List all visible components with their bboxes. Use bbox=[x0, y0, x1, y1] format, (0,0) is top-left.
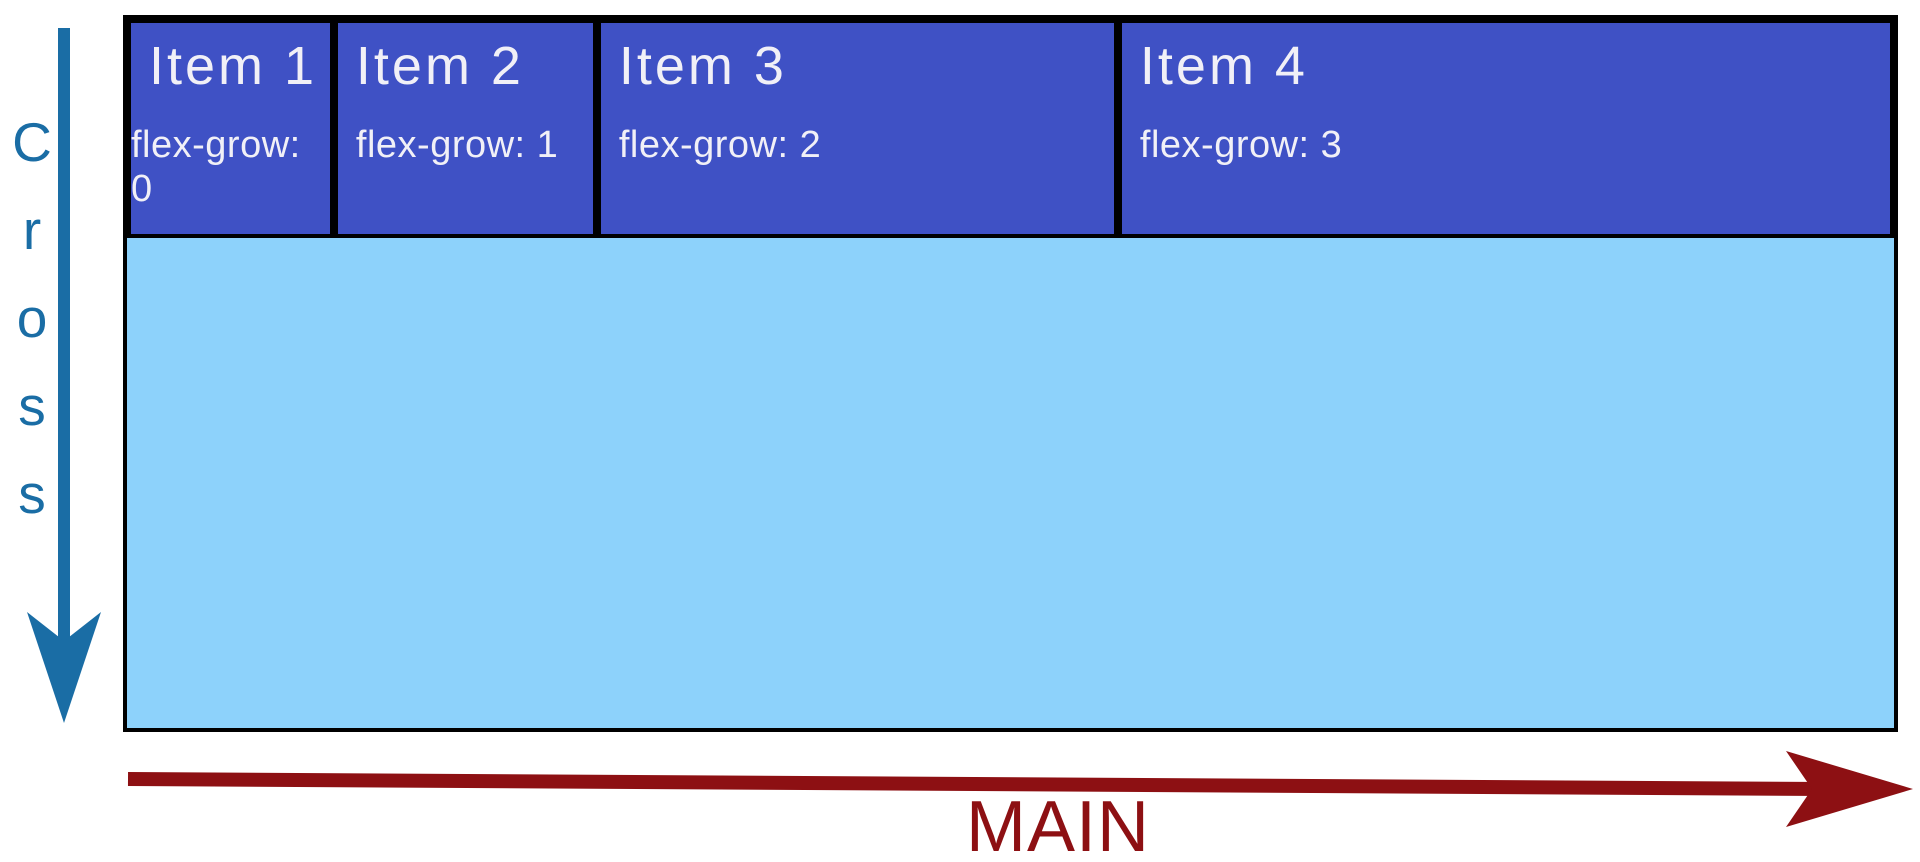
main-axis-label: MAIN bbox=[966, 787, 1150, 862]
cross-axis-letter: r bbox=[22, 199, 42, 261]
flex-item-4: Item 4 flex-grow: 3 bbox=[1117, 19, 1894, 238]
cross-axis-letter: C bbox=[12, 111, 52, 173]
flex-item-1: Item 1 flex-grow: 0 bbox=[127, 19, 334, 238]
item-title: Item 2 bbox=[355, 36, 524, 96]
item-flex-grow-value: flex-grow: 2 bbox=[618, 124, 822, 167]
cross-axis-letter: s bbox=[18, 463, 46, 525]
item-flex-grow-value: flex-grow: 1 bbox=[355, 124, 559, 167]
cross-axis-letter: s bbox=[18, 375, 46, 437]
flex-item-3: Item 3 flex-grow: 2 bbox=[596, 19, 1118, 238]
cross-axis-letter: o bbox=[16, 287, 48, 349]
flex-item-2: Item 2 flex-grow: 1 bbox=[333, 19, 597, 238]
item-flex-grow-value: flex-grow: 3 bbox=[1139, 124, 1343, 167]
item-title: Item 1 bbox=[149, 36, 318, 96]
item-title: Item 3 bbox=[618, 36, 787, 96]
item-title: Item 4 bbox=[1139, 36, 1308, 96]
cross-axis-label: C r o s s bbox=[4, 98, 60, 538]
flex-container: Item 1 flex-grow: 0 Item 2 flex-grow: 1 … bbox=[123, 15, 1898, 732]
item-flex-grow-value: flex-grow: 0 bbox=[131, 124, 301, 211]
